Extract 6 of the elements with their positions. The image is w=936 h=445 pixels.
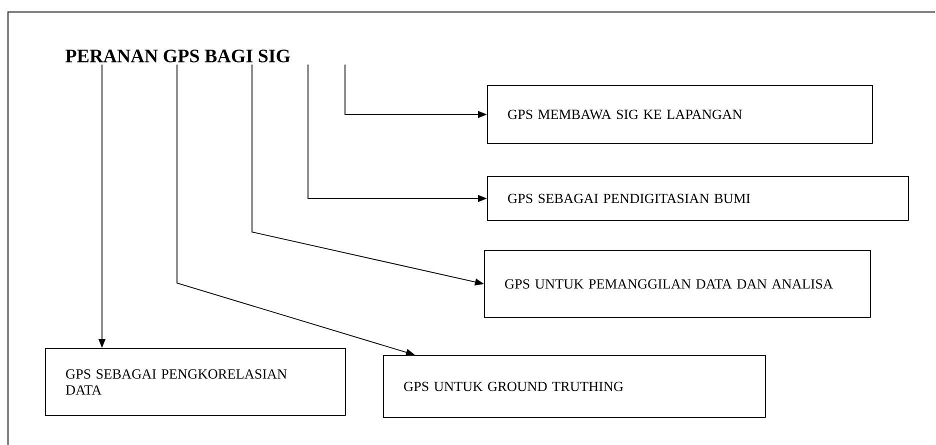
title: PERANAN GPS BAGI SIG [66,50,290,62]
text-box: GPS SEBAGAI PENGKORELASIAN DATA [45,348,346,416]
text-box: GPS UNTUK GROUND TRUTHING [383,355,766,418]
text-box: GPS MEMBAWA SIG KE LAPANGAN [487,85,873,144]
text-box: GPS UNTUK PEMANGGILAN DATA DAN ANALISA [484,250,871,318]
text-box: GPS SEBAGAI PENDIGITASIAN BUMI [487,176,909,221]
